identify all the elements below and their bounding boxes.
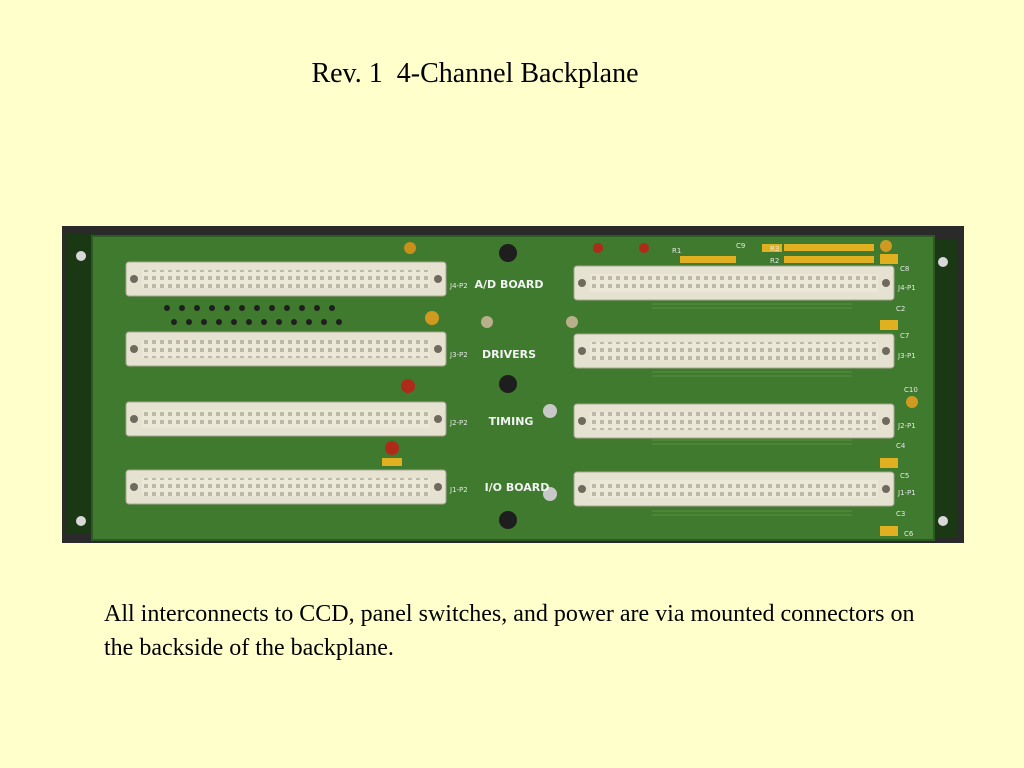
right-connector-j1 xyxy=(573,471,895,507)
mounting-post xyxy=(499,244,517,262)
backplane-photo xyxy=(62,226,964,543)
right-connector-j2 xyxy=(573,403,895,439)
left-connector-j2 xyxy=(125,401,447,437)
mounting-post xyxy=(499,375,517,393)
slide-caption: All interconnects to CCD, panel switches… xyxy=(104,601,915,661)
slide-title: Rev. 1 4-Channel Backplane xyxy=(311,58,639,89)
left-connector-j3 xyxy=(125,331,447,367)
mounting-post xyxy=(499,511,517,529)
left-connector-j1 xyxy=(125,469,447,505)
right-connector-j3 xyxy=(573,333,895,369)
capacitor-components xyxy=(382,240,918,536)
left-connector-j4 xyxy=(125,261,447,297)
right-connector-j4 xyxy=(573,265,895,301)
